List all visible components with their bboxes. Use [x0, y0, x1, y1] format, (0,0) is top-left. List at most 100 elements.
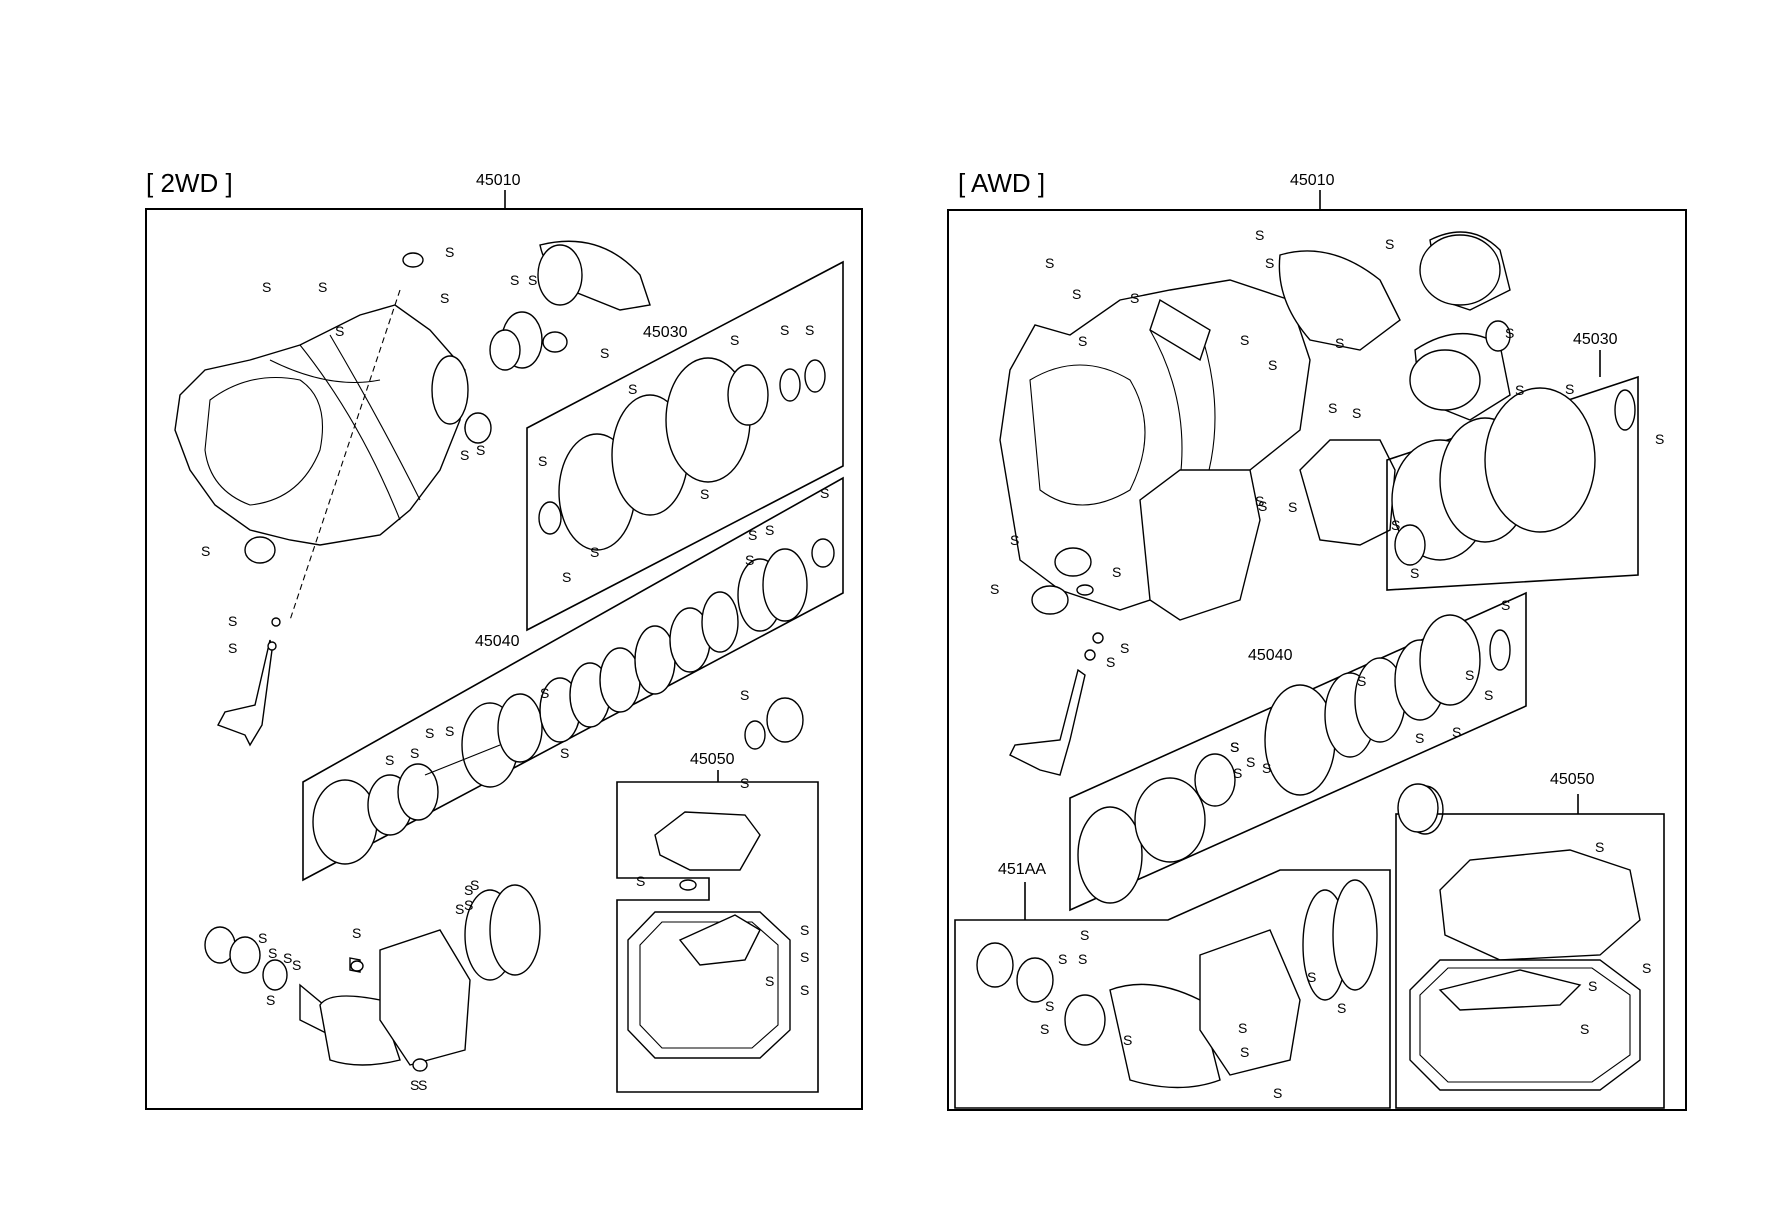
callout-s-34: S [800, 922, 809, 938]
part-number-451AA: 451AA [998, 861, 1046, 878]
callout-s-45: S [464, 897, 473, 913]
assembly-frame-2wd [145, 208, 863, 1110]
callout-s-28: S [445, 723, 454, 739]
callout-s-84: S [1357, 673, 1366, 689]
callout-s-56: S [1240, 332, 1249, 348]
callout-s-26: S [410, 745, 419, 761]
callout-s-6: S [476, 442, 485, 458]
callout-s-73: S [1288, 499, 1297, 515]
callout-s-88: S [1123, 1032, 1132, 1048]
assembly-frame-awd [947, 209, 1687, 1111]
callout-s-67: S [1410, 565, 1419, 581]
callout-s-44: S [464, 882, 473, 898]
callout-s-42: S [352, 925, 361, 941]
callout-s-0: S [262, 279, 271, 295]
callout-s-97: S [1580, 1021, 1589, 1037]
callout-s-59: S [1352, 405, 1361, 421]
callout-s-52: S [1078, 333, 1087, 349]
callout-s-63: S [1515, 382, 1524, 398]
transmission-case-awd [999, 279, 1311, 621]
callout-s-41: S [292, 957, 301, 973]
callout-s-77: S [1501, 597, 1510, 613]
callout-s-86: S [1233, 765, 1242, 781]
callout-s-43: S [410, 1077, 419, 1093]
callout-s-64: S [1655, 431, 1664, 447]
part-number-45050-awd: 45050 [1550, 771, 1595, 788]
callout-s-48: S [418, 1077, 427, 1093]
callout-s-100: S [1078, 951, 1087, 967]
callout-s-12: S [600, 345, 609, 361]
callout-s-29: S [540, 685, 549, 701]
callout-s-14: S [730, 332, 739, 348]
group-45030-frame-2wd [526, 260, 844, 632]
callout-s-4: S [335, 323, 344, 339]
callout-s-22: S [745, 552, 754, 568]
callout-s-60: S [1328, 400, 1337, 416]
panel-title-awd: [ AWD ] [958, 168, 1045, 198]
callout-s-89: S [1238, 1020, 1247, 1036]
callout-s-5: S [460, 447, 469, 463]
callout-s-36: S [800, 982, 809, 998]
callout-s-94: S [1595, 839, 1604, 855]
callout-s-82: S [1246, 754, 1255, 770]
callout-s-10: S [510, 272, 519, 288]
callout-s-38: S [258, 930, 267, 946]
callout-s-96: S [1588, 978, 1597, 994]
part-number-45050-2wd: 45050 [690, 751, 735, 768]
callout-s-79: S [1415, 730, 1424, 746]
callout-s-24: S [820, 485, 829, 501]
callout-s-57: S [1268, 357, 1277, 373]
callout-s-40: S [283, 950, 292, 966]
dipstick-2wd [217, 617, 281, 747]
callout-s-1: S [318, 279, 327, 295]
callout-s-7: S [201, 543, 210, 559]
part-number-45030-2wd: 45030 [643, 324, 688, 341]
callout-s-91: S [1337, 1000, 1346, 1016]
callout-s-72: S [1112, 564, 1121, 580]
callout-s-61: S [1385, 236, 1394, 252]
callout-s-21: S [748, 527, 757, 543]
callout-s-76: S [1465, 667, 1474, 683]
callout-s-47: S [266, 992, 275, 1008]
callout-s-74: S [1255, 493, 1264, 509]
callout-s-62: S [1505, 325, 1514, 341]
callout-s-11: S [528, 272, 537, 288]
clutch-pack-2wd [312, 538, 835, 865]
callout-s-66: S [1391, 517, 1400, 533]
callout-s-2: S [445, 244, 454, 260]
callout-s-17: S [538, 453, 547, 469]
panel-2wd: [ 2WD ] 45010 [145, 168, 863, 1110]
callout-s-46: S [455, 901, 464, 917]
callout-s-65: S [1565, 381, 1574, 397]
callout-s-32: S [740, 775, 749, 791]
callout-s-31: S [740, 687, 749, 703]
part-number-45040-2wd: 45040 [475, 633, 520, 650]
callout-s-80: S [1452, 724, 1461, 740]
callout-s-68: S [1010, 532, 1019, 548]
callout-s-81: S [1230, 739, 1239, 755]
callout-s-13: S [628, 381, 637, 397]
callout-s-35: S [800, 949, 809, 965]
callout-s-55: S [1265, 255, 1274, 271]
callout-s-101: S [1045, 998, 1054, 1014]
callout-s-51: S [1072, 286, 1081, 302]
callout-s-39: S [268, 945, 277, 961]
callout-s-90: S [1307, 969, 1316, 985]
callout-s-83: S [1262, 760, 1271, 776]
callout-s-18: S [700, 486, 709, 502]
callout-s-23: S [765, 522, 774, 538]
callout-s-15: S [780, 322, 789, 338]
callout-s-75: S [1258, 498, 1267, 514]
panel-awd: [ AWD ] 45010 45030 [947, 168, 1687, 1111]
callout-s-16: S [805, 322, 814, 338]
part-number-45010-2wd: 45010 [476, 172, 521, 189]
callout-s-8: S [228, 613, 237, 629]
callout-s-99: S [1058, 951, 1067, 967]
callout-s-30: S [560, 745, 569, 761]
valve-body-awd [1439, 849, 1641, 961]
group-451AA-frame [954, 869, 1391, 1109]
callout-s-19: S [590, 544, 599, 560]
part-number-45040-awd: 45040 [1248, 647, 1293, 664]
